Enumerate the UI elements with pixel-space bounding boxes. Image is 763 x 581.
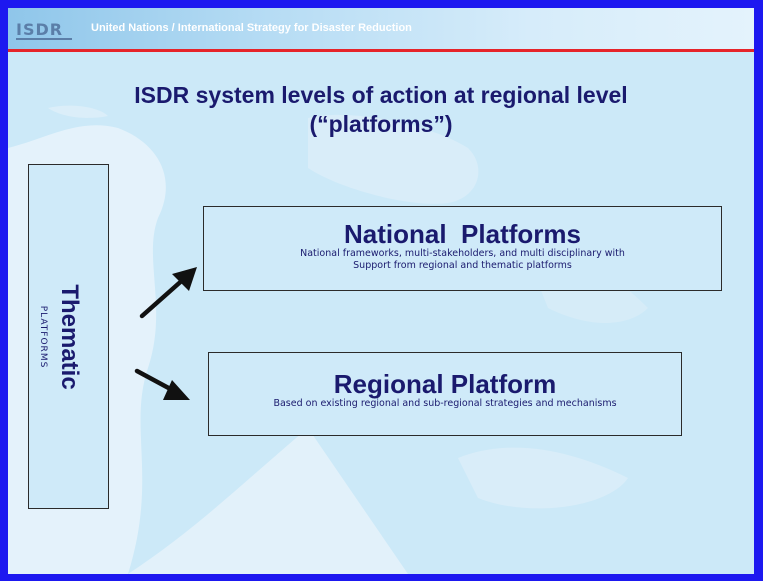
thematic-platforms-box: Thematic PLATFORMS bbox=[28, 164, 109, 509]
arrows-layer bbox=[134, 267, 197, 400]
header-accent-line bbox=[8, 49, 754, 52]
slide-title-line1: ISDR system levels of action at regional… bbox=[134, 82, 628, 108]
logo-underline bbox=[16, 38, 72, 40]
national-platforms-description: National frameworks, multi-stakeholders,… bbox=[300, 248, 625, 271]
national-platforms-box: National Platforms National frameworks, … bbox=[203, 206, 722, 291]
isdr-logo: ISDR bbox=[16, 20, 80, 40]
regional-platform-description: Based on existing regional and sub-regio… bbox=[273, 398, 617, 409]
header-bar: ISDR United Nations / International Stra… bbox=[8, 8, 754, 49]
logo-text: ISDR bbox=[16, 20, 64, 39]
slide-title: ISDR system levels of action at regional… bbox=[8, 81, 754, 139]
regional-platform-title: Regional Platform bbox=[333, 369, 557, 399]
slide-title-line2: (“platforms”) bbox=[309, 111, 453, 137]
national-platforms-title: National Platforms bbox=[344, 219, 581, 249]
slide: ISDR United Nations / International Stra… bbox=[8, 8, 754, 574]
regional-platform-box: Regional Platform Based on existing regi… bbox=[208, 352, 682, 436]
header-org-name: United Nations / International Strategy … bbox=[91, 22, 412, 34]
arrow-to-national bbox=[139, 267, 197, 319]
arrow-to-regional bbox=[134, 368, 190, 400]
